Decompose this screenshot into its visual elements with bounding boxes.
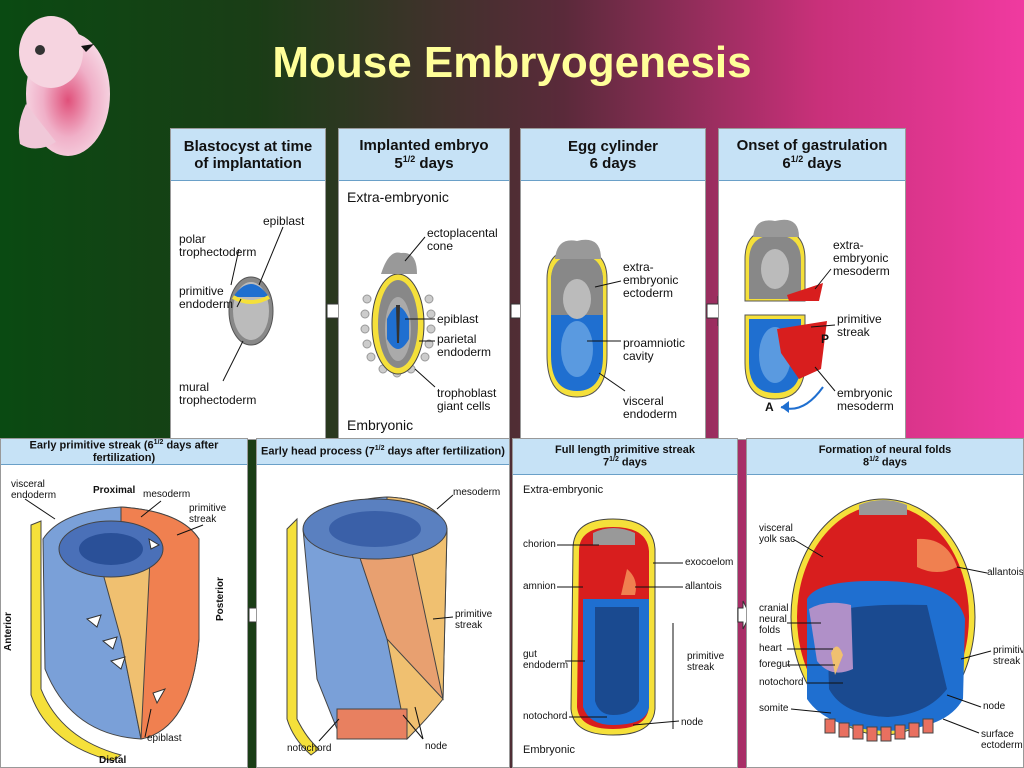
header-line2: 71/2 days <box>603 456 647 469</box>
early-primitive-streak-diagram <box>24 498 204 762</box>
header-line2: 81/2 days <box>863 456 907 469</box>
panel-neural-folds: Formation of neural folds 81/2 days visc… <box>746 438 1024 768</box>
label-cranial-neural-folds: cranial neural folds <box>759 603 789 636</box>
header-line1: Blastocyst at time <box>183 137 313 155</box>
label-primitive-streak: primitive streak <box>837 312 882 339</box>
header-line1: Implanted embryo <box>359 137 489 154</box>
label-surface-ectoderm: surface ectoderm <box>981 729 1023 751</box>
implanted-diagram <box>360 236 436 388</box>
label-notochord: notochord <box>287 743 332 754</box>
panel-header: Egg cylinder 6 days <box>521 129 705 181</box>
header-line2: 51/2 days <box>394 154 454 172</box>
label-heart: heart <box>759 643 782 654</box>
label-ectoplacental-cone: ectoplacental cone <box>427 226 498 253</box>
header-line: Early primitive streak (61/2 days after … <box>29 439 219 464</box>
panel-header: Full length primitive streak 71/2 days <box>513 439 737 475</box>
label-polar-trophectoderm: polar trophectoderm <box>179 232 257 259</box>
neural-folds-diagram <box>787 498 992 742</box>
label-allantois: allantois <box>987 567 1024 578</box>
label-primitive-streak: primitive streak <box>455 609 493 631</box>
header-line1: Formation of neural folds <box>818 444 952 457</box>
panel-implanted: Implanted embryo 51/2 days Extra-embryon… <box>338 128 510 440</box>
label-allantois: allantois <box>685 581 722 592</box>
label-epiblast: epiblast <box>263 214 305 228</box>
label-extra-embryonic: Extra-embryonic <box>347 189 449 205</box>
page-title: Mouse Embryogenesis <box>272 38 752 87</box>
label-epiblast: epiblast <box>437 312 479 326</box>
label-primitive-endoderm: primitive endoderm <box>179 284 234 311</box>
label-visceral-endoderm: visceral endoderm <box>11 479 57 501</box>
header-line1: Full length primitive streak <box>555 444 695 457</box>
label-notochord: notochord <box>523 711 568 722</box>
label-node: node <box>425 741 448 752</box>
panel-header: Onset of gastrulation 61/2 days <box>719 129 905 181</box>
panel-header: Implanted embryo 51/2 days <box>339 129 509 181</box>
mouse-embryo-image <box>6 4 116 162</box>
label-gut-endoderm: gut endoderm <box>523 649 569 671</box>
label-visceral-endoderm: visceral endoderm <box>623 394 678 421</box>
panel-early-head-process: Early head process (71/2 days after fert… <box>256 438 510 768</box>
panel-header: Early head process (71/2 days after fert… <box>257 439 509 465</box>
label-P: P <box>821 332 830 346</box>
label-foregut: foregut <box>759 659 791 670</box>
full-length-streak-diagram <box>557 518 683 736</box>
label-primitive-streak: primitive streak <box>189 503 227 525</box>
panel-gastrulation: Onset of gastrulation 61/2 days extra- e… <box>718 128 906 440</box>
label-embryonic-mesoderm: embryonic mesoderm <box>837 386 894 413</box>
label-parietal-endoderm: parietal endoderm <box>437 332 492 359</box>
label-node: node <box>983 701 1006 712</box>
label-proximal: Proximal <box>93 485 136 496</box>
label-extra-embryonic-ectoderm: extra- embryonic ectoderm <box>623 260 679 300</box>
label-trophoblast-giant-cells: trophoblast giant cells <box>437 386 497 413</box>
label-anterior: Anterior <box>3 612 14 651</box>
header-line2: of implantation <box>194 154 302 172</box>
label-distal: Distal <box>99 755 127 766</box>
panel-blastocyst: Blastocyst at time of implantation epibl… <box>170 128 326 440</box>
header-line1: Onset of gastrulation <box>736 137 888 154</box>
panel-header: Early primitive streak (61/2 days after … <box>1 439 247 465</box>
label-amnion: amnion <box>523 581 556 592</box>
panel-header: Blastocyst at time of implantation <box>171 129 325 181</box>
label-proamniotic-cavity: proamniotic cavity <box>623 336 686 363</box>
header-line1: Egg cylinder <box>567 137 659 155</box>
egg-cylinder-diagram <box>546 239 626 398</box>
label-mesoderm: mesoderm <box>143 489 191 500</box>
label-exocoelom: exocoelom <box>685 557 734 568</box>
label-extra-embryonic-mesoderm: extra- embryonic mesoderm <box>833 238 890 278</box>
panel-header: Formation of neural folds 81/2 days <box>747 439 1023 475</box>
label-mesoderm: mesoderm <box>453 487 501 498</box>
label-epiblast: epiblast <box>147 733 182 744</box>
label-primitive-streak: primitive streak <box>687 651 725 673</box>
early-head-process-diagram <box>286 494 454 756</box>
panel-early-primitive-streak: Early primitive streak (61/2 days after … <box>0 438 248 768</box>
label-embryonic: Embryonic <box>347 417 414 433</box>
header-line: Early head process (71/2 days after fert… <box>261 445 505 458</box>
header-line2: 6 days <box>589 154 637 172</box>
label-visceral-yolk-sac: visceral yolk sac <box>759 523 796 545</box>
label-posterior: Posterior <box>215 577 226 621</box>
label-embryonic: Embryonic <box>523 744 575 756</box>
label-primitive-streak: primitive streak <box>993 645 1023 667</box>
label-A: A <box>765 400 774 414</box>
panel-full-length-streak: Full length primitive streak 71/2 days E… <box>512 438 738 768</box>
gastrulation-diagram <box>744 219 836 413</box>
label-somite: somite <box>759 703 789 714</box>
label-mural-trophectoderm: mural trophectoderm <box>179 380 257 407</box>
label-extra-embryonic: Extra-embryonic <box>523 484 604 496</box>
panel-egg-cylinder: Egg cylinder 6 days extra- embryonic ect… <box>520 128 706 440</box>
blastocyst-diagram <box>222 226 284 382</box>
label-node: node <box>681 717 704 728</box>
header-line2: 61/2 days <box>782 154 842 172</box>
label-chorion: chorion <box>523 539 556 550</box>
label-notochord: notochord <box>759 677 804 688</box>
